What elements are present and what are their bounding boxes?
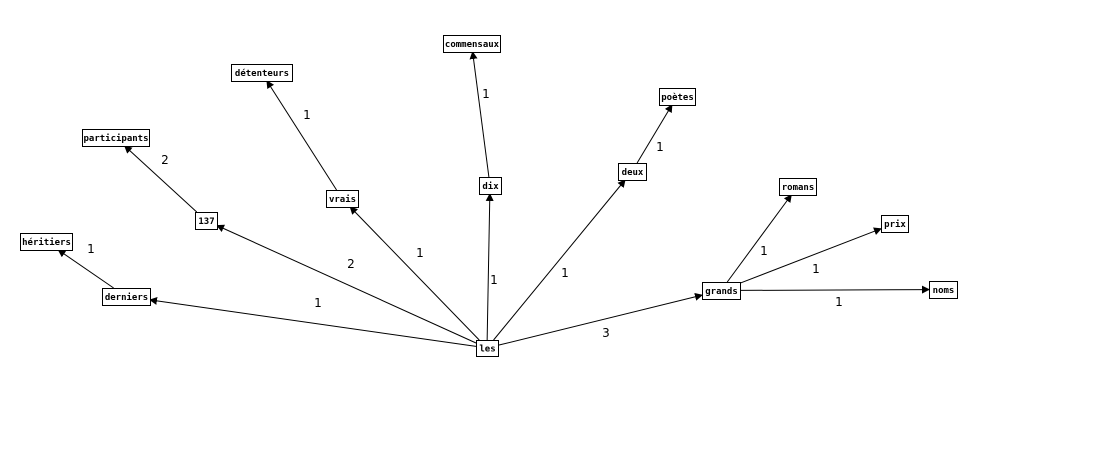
node-box-romans bbox=[779, 178, 817, 196]
node-box-grands bbox=[702, 282, 741, 300]
node-label-detenteurs: détenteurs bbox=[235, 68, 289, 79]
node-label-les: les bbox=[479, 345, 495, 355]
node-label-heritiers: héritiers bbox=[22, 237, 71, 248]
node-box-vrais bbox=[326, 190, 359, 208]
node-grands: grands bbox=[702, 282, 741, 300]
edge-weight-derniers-to-heritiers: 1 bbox=[87, 242, 95, 256]
edge-weight-les-to-dix: 1 bbox=[490, 273, 498, 287]
node-les: les bbox=[476, 340, 499, 357]
node-label-grands: grands bbox=[705, 287, 738, 297]
edge-weight-grands-to-noms: 1 bbox=[835, 295, 843, 309]
edge-n137-to-participants bbox=[124, 145, 198, 213]
node-box-noms bbox=[929, 281, 958, 299]
node-box-heritiers bbox=[20, 233, 73, 251]
edge-les-to-n137 bbox=[216, 224, 477, 344]
edge-weight-les-to-grands: 3 bbox=[602, 326, 610, 340]
edge-weight-les-to-n137: 2 bbox=[347, 257, 355, 271]
node-participants: participants bbox=[82, 129, 150, 147]
edge-weight-n137-to-participants: 2 bbox=[161, 153, 169, 167]
node-label-vrais: vrais bbox=[329, 194, 356, 205]
node-label-prix: prix bbox=[884, 219, 906, 230]
node-romans: romans bbox=[779, 178, 817, 196]
node-dix: dix bbox=[479, 177, 502, 195]
edge-weight-les-to-deux: 1 bbox=[561, 266, 569, 280]
node-n137: 137 bbox=[195, 212, 218, 230]
edge-derniers-to-heritiers bbox=[57, 249, 114, 289]
node-box-participants bbox=[82, 129, 150, 147]
edge-grands-to-prix bbox=[739, 227, 882, 284]
edge-grands-to-noms bbox=[739, 285, 930, 294]
node-label-poetes: poètes bbox=[661, 92, 694, 103]
node-noms: noms bbox=[929, 281, 958, 299]
node-box-dix bbox=[479, 177, 502, 195]
node-label-deux: deux bbox=[622, 168, 644, 178]
edge-weight-grands-to-romans: 1 bbox=[760, 244, 768, 258]
edge-deux-to-poetes bbox=[636, 104, 673, 164]
node-label-commensaux: commensaux bbox=[445, 40, 500, 50]
node-deux: deux bbox=[618, 163, 647, 181]
node-box-prix bbox=[881, 215, 909, 233]
edge-les-to-deux bbox=[493, 179, 626, 341]
node-commensaux: commensaux bbox=[443, 35, 501, 53]
edge-les-to-grands bbox=[497, 292, 703, 346]
node-vrais: vrais bbox=[326, 190, 359, 208]
edge-weight-les-to-derniers: 1 bbox=[314, 296, 322, 310]
node-label-n137: 137 bbox=[198, 217, 214, 227]
edge-dix-to-commensaux bbox=[469, 51, 490, 178]
edge-les-to-dix bbox=[485, 193, 494, 341]
node-label-dix: dix bbox=[482, 181, 499, 192]
node-box-commensaux bbox=[443, 35, 501, 53]
node-prix: prix bbox=[881, 215, 909, 233]
edge-weight-grands-to-prix: 1 bbox=[812, 262, 820, 276]
node-box-poetes bbox=[659, 88, 696, 106]
edge-weight-dix-to-commensaux: 1 bbox=[482, 87, 490, 101]
node-heritiers: héritiers bbox=[20, 233, 73, 251]
edge-les-to-derniers bbox=[149, 296, 477, 347]
node-detenteurs: détenteurs bbox=[231, 64, 293, 82]
node-box-n137 bbox=[195, 212, 218, 230]
node-derniers: derniers bbox=[102, 288, 151, 306]
node-box-deux bbox=[618, 163, 647, 181]
node-box-detenteurs bbox=[231, 64, 293, 82]
edge-grands-to-romans bbox=[726, 194, 792, 283]
node-label-participants: participants bbox=[83, 133, 148, 144]
edge-les-to-vrais bbox=[349, 206, 480, 341]
edge-weight-deux-to-poetes: 1 bbox=[656, 140, 664, 154]
node-label-derniers: derniers bbox=[105, 292, 148, 303]
edge-vrais-to-detenteurs bbox=[266, 80, 337, 191]
edge-weight-les-to-vrais: 1 bbox=[416, 246, 424, 260]
node-poetes: poètes bbox=[659, 88, 696, 106]
node-box-derniers bbox=[102, 288, 151, 306]
node-label-romans: romans bbox=[782, 183, 815, 193]
node-label-noms: noms bbox=[933, 286, 955, 296]
edge-weight-vrais-to-detenteurs: 1 bbox=[303, 108, 311, 122]
node-box-les bbox=[476, 340, 499, 357]
